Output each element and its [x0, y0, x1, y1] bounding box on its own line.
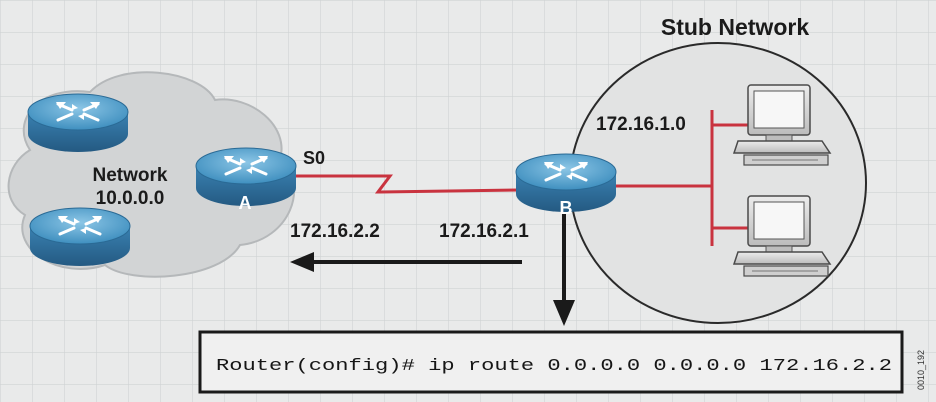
router-a-ip: 172.16.2.2 [290, 221, 380, 242]
router-b-label: B [560, 198, 573, 218]
cloud-router-bottom [28, 206, 132, 268]
serial-link [290, 174, 521, 194]
cloud-router-top [26, 92, 130, 154]
config-arrow-head [553, 300, 575, 326]
command-box [198, 330, 904, 394]
default-route-arrow-head [290, 252, 314, 272]
network-label: Network [93, 165, 168, 186]
serial-interface-label: S0 [303, 148, 325, 168]
ip-route-command[interactable]: Router(config)# ip route 0.0.0.0 0.0.0.0… [216, 357, 892, 376]
stub-network-title: Stub Network [661, 14, 809, 40]
router-b-ip: 172.16.2.1 [439, 221, 529, 242]
stub-subnet-label: 172.16.1.0 [596, 114, 686, 135]
router-a-label: A [239, 193, 252, 213]
network-address: 10.0.0.0 [96, 188, 165, 209]
figure-code: 0010_192 [916, 350, 926, 390]
